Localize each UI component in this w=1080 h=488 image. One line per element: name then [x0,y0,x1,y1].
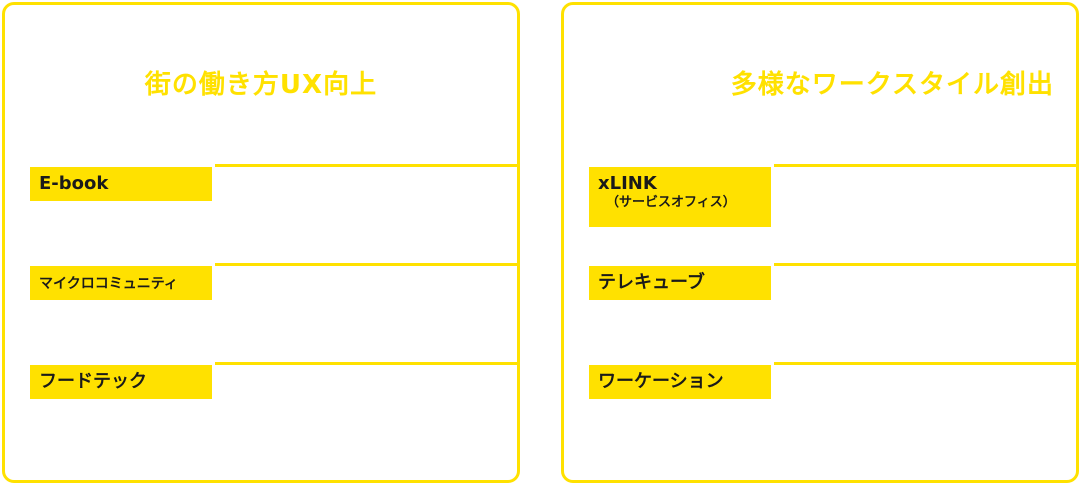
row-divider [215,263,517,266]
right-panel: 多様なワークスタイル創出 xLINK （サービスオフィス） テレキューブ ワーケ… [561,2,1079,483]
left-panel: 街の働き方UX向上 E-book マイクロコミュニティ フードテック [2,2,520,483]
row-divider [774,164,1076,167]
tag-e-book: E-book [30,167,212,201]
tag-label: ワーケーション [598,371,724,392]
tag-sublabel: （サービスオフィス） [606,195,736,210]
row-divider [215,362,517,365]
tag-label: マイクロコミュニティ [39,276,178,292]
right-panel-title: 多様なワークスタイル創出 [730,70,1054,100]
tag-workation: ワーケーション [589,365,771,399]
row-divider [215,164,517,167]
tag-label: E-book [39,173,109,194]
tag-label: テレキューブ [598,272,705,293]
row-divider [774,362,1076,365]
left-panel-title: 街の働き方UX向上 [144,70,378,100]
tag-telecube: テレキューブ [589,266,771,300]
tag-label: フードテック [39,371,147,392]
tag-micro-community: マイクロコミュニティ [30,266,212,300]
row-divider [774,263,1076,266]
tag-food-tech: フードテック [30,365,212,399]
tag-label: xLINK [598,173,657,194]
tag-xlink: xLINK （サービスオフィス） [589,167,771,227]
